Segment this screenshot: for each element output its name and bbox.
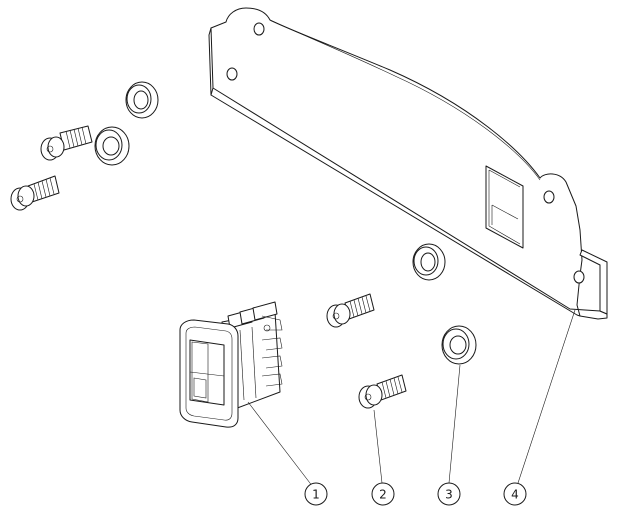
screw-middle (326, 293, 375, 328)
callout-1-label: 1 (312, 488, 320, 502)
callout-2: 2 (371, 482, 395, 506)
spacer-washer-lower-right (441, 325, 477, 365)
screw-lower-left (10, 175, 60, 211)
callout-1: 1 (304, 482, 328, 506)
callout-2-label: 2 (379, 488, 387, 502)
callout-3: 3 (437, 482, 461, 506)
screw-upper-left (40, 125, 93, 161)
callout-3-label: 3 (445, 488, 453, 502)
callout-4-label: 4 (511, 488, 519, 502)
mounting-bracket (208, 7, 608, 320)
spacer-washer-mid-right (412, 243, 446, 281)
spacer-washer-mid-left (94, 126, 130, 166)
leader-lines (247, 309, 576, 488)
callout-4: 4 (503, 482, 527, 506)
rocker-switch (179, 301, 283, 428)
screw-lower (358, 374, 407, 409)
spacer-washer-top-left (125, 81, 159, 119)
